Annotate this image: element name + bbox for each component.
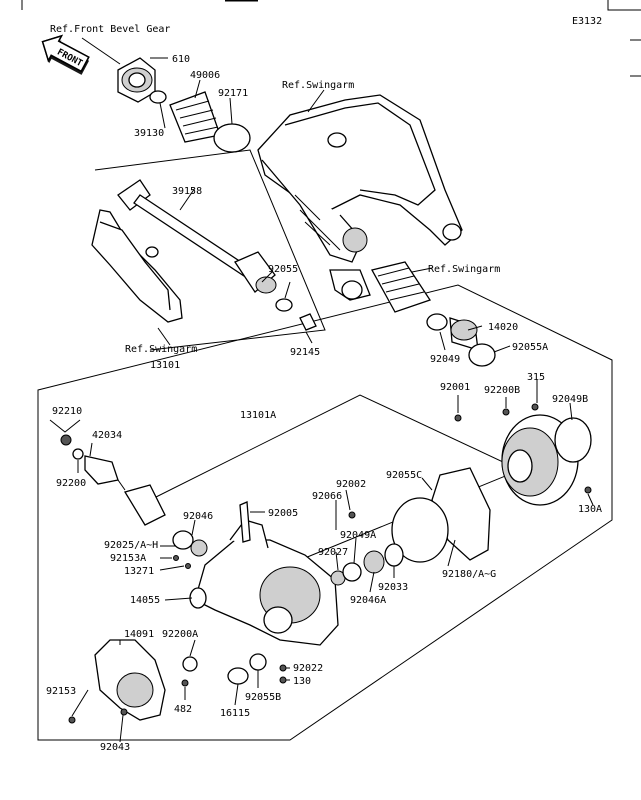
part-label-14055: 14055 bbox=[130, 595, 160, 606]
part-label-92043: 92043 bbox=[100, 742, 130, 753]
pin-13271 bbox=[185, 563, 191, 569]
oring-92055A bbox=[468, 343, 496, 367]
part-label-92200B: 92200B bbox=[484, 385, 520, 396]
part-label-92049B: 92049B bbox=[552, 394, 588, 405]
swingarm-boot bbox=[371, 261, 432, 313]
clamp-92171 bbox=[213, 123, 251, 153]
bearing-92046A bbox=[363, 550, 385, 574]
part-label-130A: 130A bbox=[578, 504, 602, 515]
front-arrow-badge: FRONT bbox=[41, 34, 90, 75]
swingarm-top bbox=[257, 94, 463, 301]
part-label-92153A: 92153A bbox=[110, 553, 146, 564]
final-gear-case bbox=[189, 519, 339, 646]
nut-92210 bbox=[60, 434, 72, 446]
part-label-92046: 92046 bbox=[183, 511, 213, 522]
drive-shaft-39158 bbox=[117, 179, 277, 294]
washer-92022 bbox=[279, 664, 287, 672]
part-label-92049A: 92049A bbox=[340, 530, 376, 541]
bolt-92043 bbox=[120, 708, 128, 716]
spring-92145 bbox=[299, 313, 317, 331]
seal-92049B bbox=[554, 417, 592, 463]
part-label-42034: 42034 bbox=[92, 430, 122, 441]
part-label-92005: 92005 bbox=[268, 508, 298, 519]
frame-edges bbox=[21, 0, 641, 77]
pinion-gear bbox=[124, 484, 166, 526]
leader-lines bbox=[49, 37, 594, 743]
part-label-92180: 92180/A~G bbox=[442, 569, 496, 580]
bolt-482 bbox=[181, 679, 189, 687]
part-label-482: 482 bbox=[174, 704, 192, 715]
part-label-49006: 49006 bbox=[190, 70, 220, 81]
circlip-92055 bbox=[275, 298, 293, 312]
oring-92046 bbox=[172, 530, 194, 550]
circlip-92033 bbox=[384, 543, 404, 567]
part-label-13101: 13101 bbox=[150, 360, 180, 371]
part-label-130: 130 bbox=[293, 676, 311, 687]
part-label-39158: 39158 bbox=[172, 186, 202, 197]
breather-92005 bbox=[239, 501, 251, 543]
part-label-92066: 92066 bbox=[312, 491, 342, 502]
part-label-92055C: 92055C bbox=[386, 470, 422, 481]
part-label-92046A: 92046A bbox=[350, 595, 386, 606]
bolt-92153A bbox=[173, 555, 179, 561]
ref-front-bevel-gear-label: Ref.Front Bevel Gear bbox=[50, 24, 170, 35]
seal-92049 bbox=[426, 313, 448, 331]
bolt-130 bbox=[279, 676, 287, 684]
part-label-92002: 92002 bbox=[336, 479, 366, 490]
part-label-92210: 92210 bbox=[52, 406, 82, 417]
bolt-92001 bbox=[454, 414, 462, 422]
washer-92200A bbox=[182, 656, 198, 672]
bearing-92046 bbox=[190, 539, 208, 557]
part-label-14020: 14020 bbox=[488, 322, 518, 333]
ref-swingarm-mid-label: Ref.Swingarm bbox=[428, 264, 500, 275]
part-label-610: 610 bbox=[172, 54, 190, 65]
swingarm-left bbox=[91, 209, 183, 323]
part-label-92001: 92001 bbox=[440, 382, 470, 393]
bolt-92002 bbox=[348, 511, 356, 519]
part-label-92055B: 92055B bbox=[245, 692, 281, 703]
washer-92200B bbox=[502, 408, 510, 416]
part-label-315: 315 bbox=[527, 372, 545, 383]
part-label-14091: 14091 bbox=[124, 629, 154, 640]
plug-16115 bbox=[227, 667, 249, 685]
part-label-92022: 92022 bbox=[293, 663, 323, 674]
seal-39130 bbox=[149, 90, 167, 104]
part-label-92033: 92033 bbox=[378, 582, 408, 593]
bolt-130A bbox=[584, 486, 592, 494]
part-label-92025: 92025/A~H bbox=[104, 540, 158, 551]
part-label-92027: 92027 bbox=[318, 547, 348, 558]
part-label-92200A: 92200A bbox=[162, 629, 198, 640]
part-label-92200: 92200 bbox=[56, 478, 86, 489]
part-label-92055A: 92055A bbox=[512, 342, 548, 353]
part-label-92171: 92171 bbox=[218, 88, 248, 99]
washer-92200 bbox=[72, 448, 84, 460]
oring-92055B bbox=[249, 653, 267, 671]
ref-swingarm-top-label: Ref.Swingarm bbox=[282, 80, 354, 91]
bolt-92153 bbox=[68, 716, 76, 724]
shaft-joint-14020 bbox=[449, 317, 479, 351]
coupling-42034 bbox=[84, 455, 119, 485]
pin-315 bbox=[531, 403, 539, 411]
part-label-92055: 92055 bbox=[268, 264, 298, 275]
part-label-13271: 13271 bbox=[124, 566, 154, 577]
rubber-boot-49006 bbox=[169, 91, 221, 143]
front-bevel-gear-housing bbox=[117, 57, 156, 103]
part-label-92153: 92153 bbox=[46, 686, 76, 697]
part-label-16115: 16115 bbox=[220, 708, 250, 719]
diagram-code: E3132 bbox=[572, 16, 602, 27]
oring-92055C bbox=[391, 497, 449, 563]
cover-14091 bbox=[94, 639, 166, 721]
part-label-13101A: 13101A bbox=[240, 410, 276, 421]
part-label-39130: 39130 bbox=[134, 128, 164, 139]
part-label-92145: 92145 bbox=[290, 347, 320, 358]
ref-swingarm-left-label: Ref.Swingarm bbox=[125, 344, 197, 355]
part-label-92049: 92049 bbox=[430, 354, 460, 365]
seal-92049A bbox=[342, 562, 362, 582]
